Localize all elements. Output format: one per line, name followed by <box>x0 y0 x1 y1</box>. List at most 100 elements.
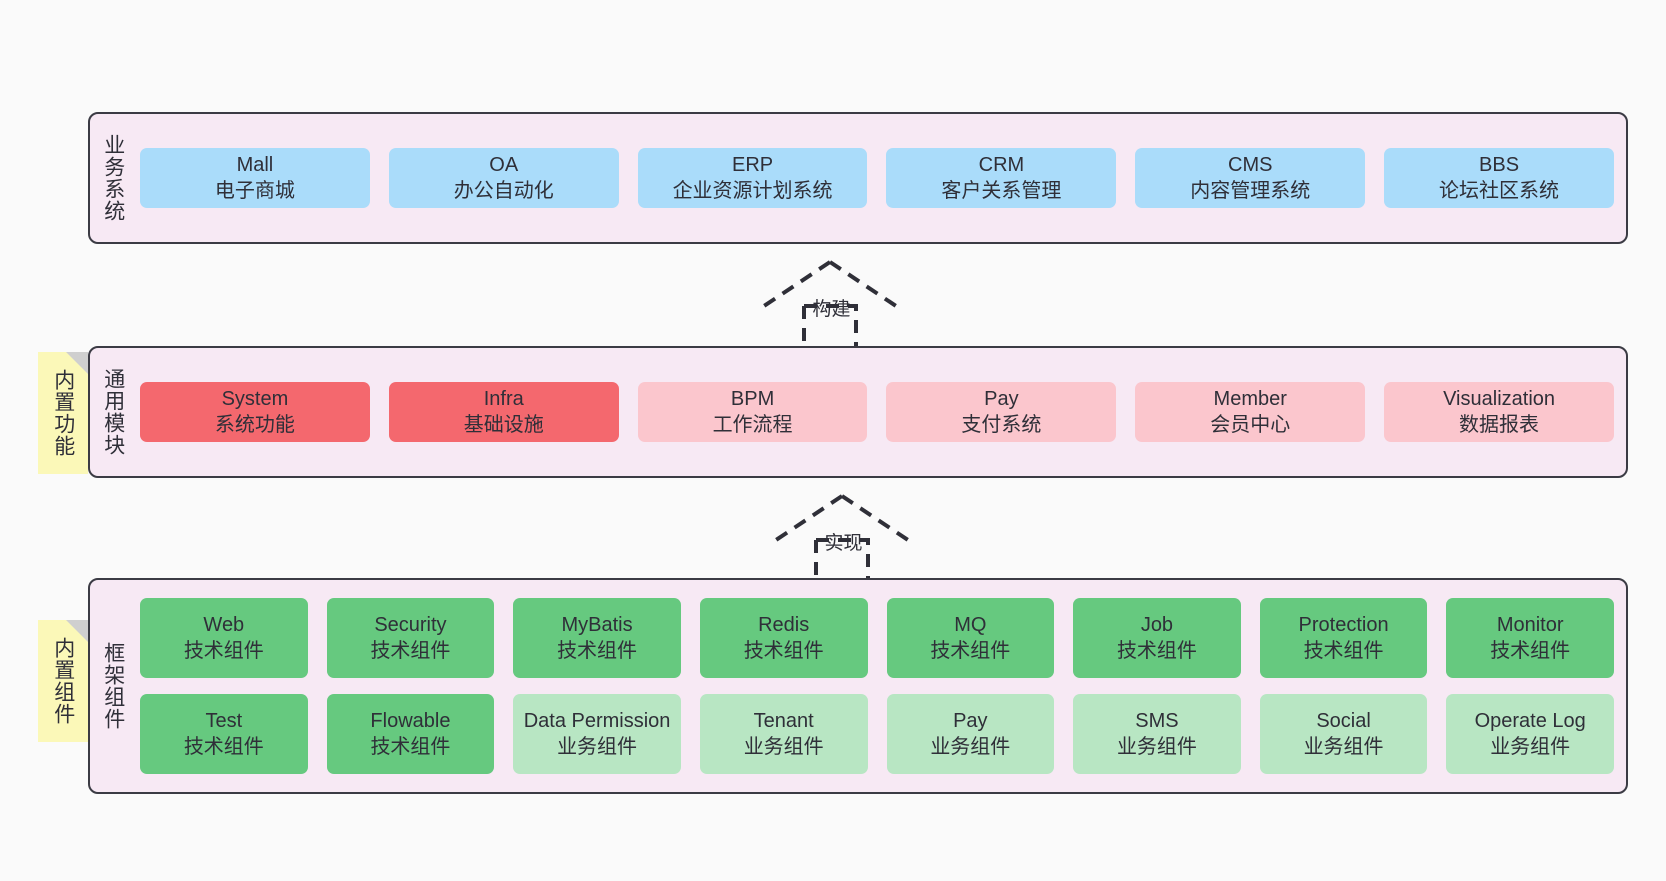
card-subtitle: 技术组件 <box>370 736 451 758</box>
card-row: Mall 电子商城 OA 办公自动化 ERP 企业资源计划系统 CRM 客户关系… <box>140 148 1614 208</box>
card-title: Data Permission <box>523 710 671 732</box>
card-mybatis[interactable]: MyBatis 技术组件 <box>513 598 681 678</box>
card-title: Tenant <box>753 710 814 732</box>
connector-label: 实现 <box>824 533 863 554</box>
card-subtitle: 技术组件 <box>1303 640 1384 662</box>
card-test[interactable]: Test 技术组件 <box>140 694 308 774</box>
card-social[interactable]: Social 业务组件 <box>1259 694 1428 774</box>
card-title: Member <box>1213 388 1287 410</box>
card-system[interactable]: System 系统功能 <box>140 382 370 442</box>
card-subtitle: 技术组件 <box>183 736 264 758</box>
layer-framework-component: 框架组件 Web 技术组件 Security 技术组件 MyBatis 技术组件… <box>88 578 1628 794</box>
card-subtitle: 企业资源计划系统 <box>672 180 833 202</box>
layer-title-business-system: 业务系统 <box>101 134 125 222</box>
card-subtitle: 办公自动化 <box>453 180 554 202</box>
card-title: Monitor <box>1496 614 1564 636</box>
card-title: Flowable <box>370 710 451 732</box>
card-title: CMS <box>1228 154 1273 176</box>
card-visualization[interactable]: Visualization 数据报表 <box>1384 382 1614 442</box>
card-subtitle: 系统功能 <box>214 414 295 436</box>
card-sms[interactable]: SMS 业务组件 <box>1073 694 1241 774</box>
card-data-permission[interactable]: Data Permission 业务组件 <box>513 694 681 774</box>
card-security[interactable]: Security 技术组件 <box>326 598 495 678</box>
card-title: Security <box>374 614 447 636</box>
card-operate-log[interactable]: Operate Log 业务组件 <box>1446 694 1614 774</box>
card-subtitle: 技术组件 <box>1116 640 1197 662</box>
card-title: Test <box>205 710 243 732</box>
card-title: Pay <box>953 710 988 732</box>
card-row: System 系统功能 Infra 基础设施 BPM 工作流程 Pay 支付系统… <box>140 382 1614 442</box>
connector-build: 构建 <box>760 258 900 350</box>
layer-body-common-module: System 系统功能 Infra 基础设施 BPM 工作流程 Pay 支付系统… <box>136 348 1626 476</box>
card-subtitle: 技术组件 <box>1490 640 1571 662</box>
card-title: Visualization <box>1443 388 1556 410</box>
card-mq[interactable]: MQ 技术组件 <box>886 598 1055 678</box>
layer-common-module: 通用模块 System 系统功能 Infra 基础设施 BPM 工作流程 Pay… <box>88 346 1628 478</box>
card-subtitle: 技术组件 <box>930 640 1011 662</box>
card-subtitle: 客户关系管理 <box>941 180 1062 202</box>
card-subtitle: 技术组件 <box>183 640 264 662</box>
card-subtitle: 电子商城 <box>214 180 295 202</box>
card-subtitle: 基础设施 <box>463 414 544 436</box>
card-tenant[interactable]: Tenant 业务组件 <box>699 694 868 774</box>
card-title: Web <box>203 614 245 636</box>
card-oa[interactable]: OA 办公自动化 <box>388 148 619 208</box>
card-subtitle: 技术组件 <box>370 640 451 662</box>
connector-implement: 实现 <box>772 492 912 584</box>
note-label: 内置功能 <box>51 369 75 457</box>
connector-label: 构建 <box>812 299 851 320</box>
card-pay[interactable]: Pay 支付系统 <box>886 382 1117 442</box>
card-subtitle: 会员中心 <box>1210 414 1291 436</box>
card-crm[interactable]: CRM 客户关系管理 <box>886 148 1117 208</box>
generalization-arrow-icon <box>762 260 898 350</box>
card-cms[interactable]: CMS 内容管理系统 <box>1135 148 1366 208</box>
card-title: Mall <box>236 154 274 176</box>
card-job[interactable]: Job 技术组件 <box>1073 598 1241 678</box>
layer-title-common-module: 通用模块 <box>101 368 125 456</box>
card-title: MyBatis <box>561 614 633 636</box>
card-title: ERP <box>732 154 774 176</box>
card-redis[interactable]: Redis 技术组件 <box>699 598 868 678</box>
card-subtitle: 数据报表 <box>1459 414 1540 436</box>
note-builtin-function: 内置功能 <box>38 352 88 474</box>
note-label: 内置组件 <box>51 637 75 725</box>
card-title: MQ <box>954 614 987 636</box>
card-erp[interactable]: ERP 企业资源计划系统 <box>637 148 868 208</box>
card-title: CRM <box>978 154 1025 176</box>
note-builtin-component: 内置组件 <box>38 620 88 742</box>
card-subtitle: 业务组件 <box>743 736 824 758</box>
card-web[interactable]: Web 技术组件 <box>140 598 308 678</box>
card-protection[interactable]: Protection 技术组件 <box>1259 598 1428 678</box>
layer-body-framework-component: Web 技术组件 Security 技术组件 MyBatis 技术组件 Redi… <box>136 580 1626 792</box>
card-subtitle: 业务组件 <box>1490 736 1571 758</box>
card-subtitle: 业务组件 <box>1303 736 1384 758</box>
card-pay-business[interactable]: Pay 业务组件 <box>886 694 1055 774</box>
layer-body-business-system: Mall 电子商城 OA 办公自动化 ERP 企业资源计划系统 CRM 客户关系… <box>136 114 1626 242</box>
generalization-arrow-icon <box>774 494 910 584</box>
card-subtitle: 业务组件 <box>1116 736 1197 758</box>
card-title: Pay <box>984 388 1019 410</box>
layer-title-framework-component: 框架组件 <box>101 642 125 730</box>
card-subtitle: 内容管理系统 <box>1190 180 1311 202</box>
card-bpm[interactable]: BPM 工作流程 <box>637 382 868 442</box>
card-row: Test 技术组件 Flowable 技术组件 Data Permission … <box>140 694 1614 774</box>
card-subtitle: 支付系统 <box>961 414 1042 436</box>
layer-business-system: 业务系统 Mall 电子商城 OA 办公自动化 ERP 企业资源计划系统 CRM… <box>88 112 1628 244</box>
card-subtitle: 技术组件 <box>557 640 638 662</box>
card-monitor[interactable]: Monitor 技术组件 <box>1446 598 1614 678</box>
card-title: Protection <box>1298 614 1389 636</box>
card-title: Infra <box>483 388 524 410</box>
card-row: Web 技术组件 Security 技术组件 MyBatis 技术组件 Redi… <box>140 598 1614 678</box>
card-subtitle: 业务组件 <box>557 736 638 758</box>
card-mall[interactable]: Mall 电子商城 <box>140 148 370 208</box>
card-subtitle: 论坛社区系统 <box>1439 180 1560 202</box>
card-bbs[interactable]: BBS 论坛社区系统 <box>1384 148 1614 208</box>
card-title: SMS <box>1135 710 1179 732</box>
card-title: Operate Log <box>1474 710 1586 732</box>
card-title: Job <box>1140 614 1174 636</box>
card-infra[interactable]: Infra 基础设施 <box>388 382 619 442</box>
note-fold-corner-icon <box>66 620 88 642</box>
card-member[interactable]: Member 会员中心 <box>1135 382 1366 442</box>
card-flowable[interactable]: Flowable 技术组件 <box>326 694 495 774</box>
